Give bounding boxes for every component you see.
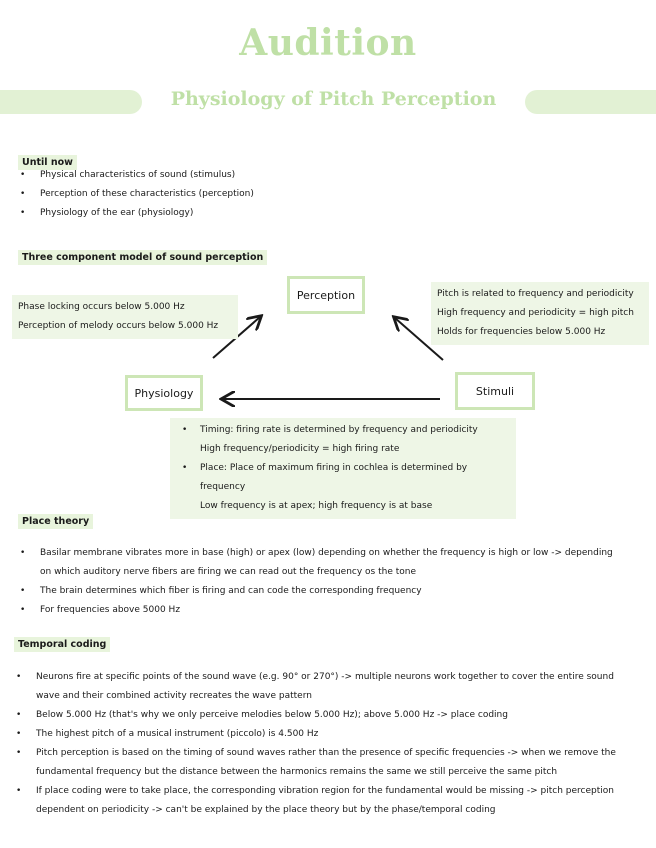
until-now-list: Physical characteristics of sound (stimu…: [18, 166, 618, 223]
bottom-note-line: •Place: Place of maximum firing in cochl…: [182, 463, 468, 492]
subtitle-bar-left: [0, 90, 142, 114]
right-note-line: Holds for frequencies below 5.000 Hz: [437, 327, 606, 337]
temporal-coding-section: Temporal coding: [14, 632, 111, 652]
bottom-note-line: High frequency/periodicity = high firing…: [200, 444, 400, 454]
model-heading: Three component model of sound perceptio…: [18, 250, 268, 265]
list-item: Perception of these characteristics (per…: [18, 185, 618, 204]
place-theory-section: Place theory: [18, 509, 94, 529]
right-note: Pitch is related to frequency and period…: [431, 282, 649, 345]
page-title: Audition: [239, 22, 417, 64]
bottom-note-line: •Timing: firing rate is determined by fr…: [182, 425, 478, 435]
bottom-note: •Timing: firing rate is determined by fr…: [170, 418, 516, 519]
page-subtitle: Physiology of Pitch Perception: [170, 88, 497, 110]
temporal-coding-list: Neurons fire at specific points of the s…: [14, 668, 639, 820]
place-theory-heading: Place theory: [18, 514, 94, 529]
subtitle-bar-right: [525, 90, 656, 114]
list-item: Physical characteristics of sound (stimu…: [18, 166, 618, 185]
right-note-line: High frequency and periodicity = high pi…: [437, 308, 634, 318]
list-item: If place coding were to take place, the …: [14, 782, 639, 820]
node-stimuli: Stimuli: [455, 372, 535, 410]
bottom-note-line: Low frequency is at apex; high frequency…: [200, 501, 433, 511]
list-item: For frequencies above 5000 Hz: [18, 601, 623, 620]
right-note-line: Pitch is related to frequency and period…: [437, 289, 634, 299]
list-item: The brain determines which fiber is firi…: [18, 582, 623, 601]
temporal-coding-heading: Temporal coding: [14, 637, 111, 652]
node-perception: Perception: [287, 276, 365, 314]
node-physiology: Physiology: [125, 375, 203, 411]
list-item: Basilar membrane vibrates more in base (…: [18, 544, 623, 582]
list-item: Neurons fire at specific points of the s…: [14, 668, 639, 706]
list-item: Below 5.000 Hz (that's why we only perce…: [14, 706, 639, 725]
left-note-line: Phase locking occurs below 5.000 Hz: [18, 302, 185, 312]
arrow-stimuli-to-perception: [395, 318, 444, 361]
list-item: Physiology of the ear (physiology): [18, 204, 618, 223]
left-note-line: Perception of melody occurs below 5.000 …: [18, 321, 219, 331]
list-item: Pitch perception is based on the timing …: [14, 744, 639, 782]
place-theory-list: Basilar membrane vibrates more in base (…: [18, 544, 623, 620]
model-section: Three component model of sound perceptio…: [18, 245, 268, 265]
list-item: The highest pitch of a musical instrumen…: [14, 725, 639, 744]
left-note: Phase locking occurs below 5.000 Hz Perc…: [12, 295, 238, 339]
